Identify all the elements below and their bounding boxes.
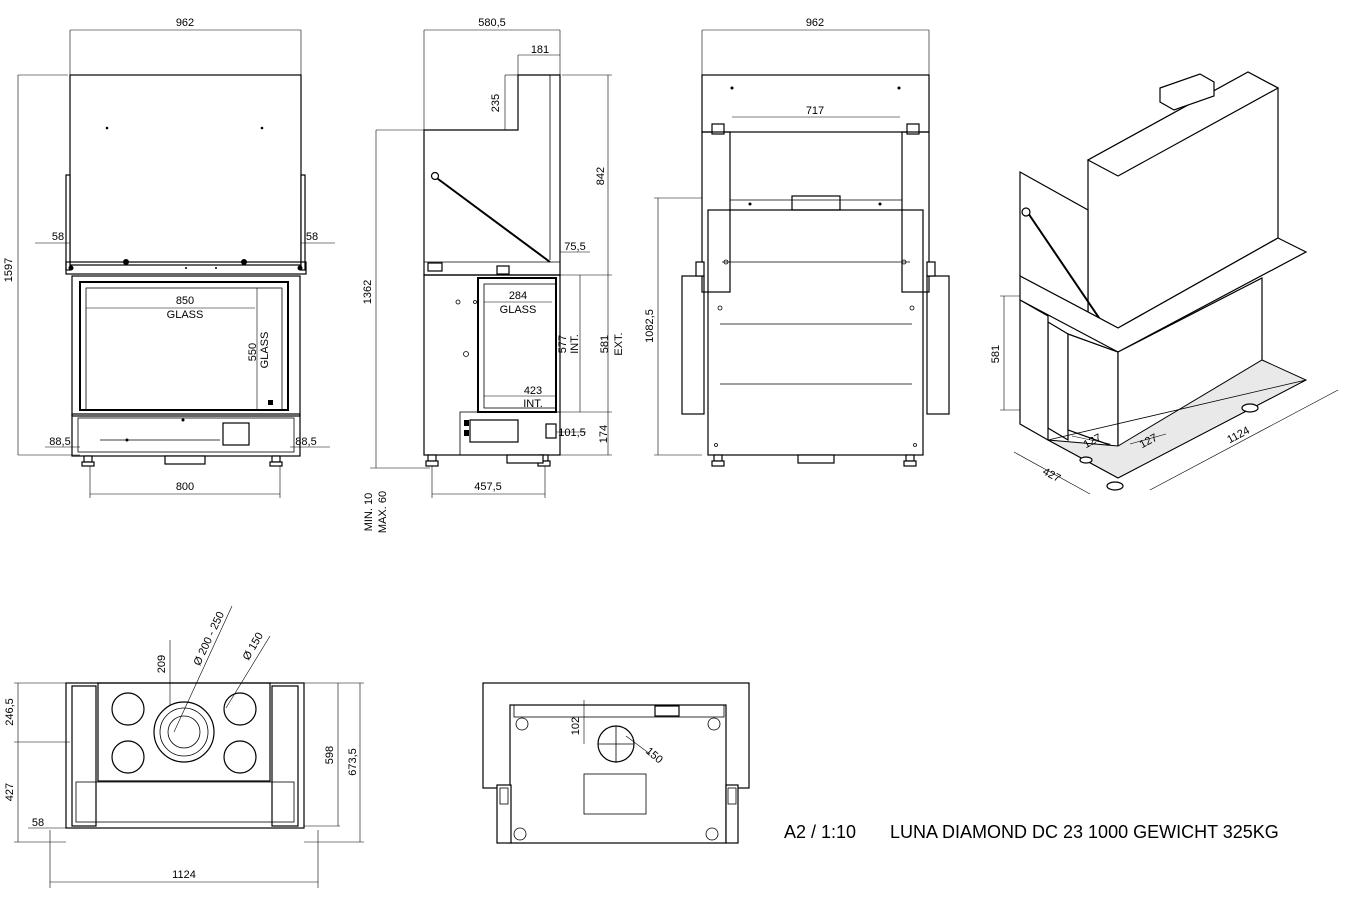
top-view: Ø 200 - 250 Ø 150 209 246,5 427 58 598 6… <box>4 605 364 888</box>
side-dim-top-width: 580,5 <box>478 17 506 29</box>
bottom-dim-offset: 102 <box>570 717 582 735</box>
side-dim-base-height: 174 <box>598 425 610 443</box>
front-dim-glass-width: 850 <box>176 295 194 307</box>
bottom-view: 102 150 <box>482 682 750 844</box>
scale-label: A2 / 1:10 <box>784 822 856 842</box>
front-dim-base-width: 800 <box>176 481 194 493</box>
side-dim-base-depth: 457,5 <box>474 481 502 493</box>
side-dim-flue-height: 235 <box>490 94 502 112</box>
iso-view: 581 427 1124 127 127 <box>990 71 1339 495</box>
top-dim-offset: 209 <box>156 655 168 673</box>
side-dim-lower-offset: 101,5 <box>558 427 586 439</box>
front-view: 962 1597 58 58 850 GLASS 550 <box>3 17 335 498</box>
top-dim-rear-depth: 246,5 <box>4 698 16 726</box>
side-dim-body-height: 1362 <box>362 280 374 304</box>
drawing-title: LUNA DIAMOND DC 23 1000 GEWICHT 325KG <box>890 822 1279 842</box>
side-dim-offset: 75,5 <box>564 241 585 253</box>
side-dim-feet-max: MAX. 60 <box>377 491 389 533</box>
top-dim-front-depth: 427 <box>4 783 16 801</box>
side-ext-label: EXT. <box>613 332 625 355</box>
side-dim-flue-width: 181 <box>531 44 549 56</box>
front-glass-label: GLASS <box>167 309 204 321</box>
side-dim-upper-height: 842 <box>595 167 607 185</box>
back-dim-top-width: 962 <box>806 17 824 29</box>
top-dim-flue-diam: Ø 150 <box>241 631 266 663</box>
front-dim-side-left: 58 <box>52 231 64 243</box>
side-int-label-2: INT. <box>523 398 543 410</box>
iso-dim-height: 581 <box>990 345 1002 363</box>
front-dim-foot-right: 88,5 <box>295 436 316 448</box>
side-view: 580,5 181 235 842 75,5 1362 <box>362 17 625 533</box>
front-glass-label-vertical: GLASS <box>259 332 271 369</box>
front-dim-glass-height: 550 <box>247 343 259 361</box>
front-dim-top-width: 962 <box>176 17 194 29</box>
top-dim-total-depth-1: 598 <box>324 746 336 764</box>
front-dim-height-total: 1597 <box>3 258 15 282</box>
top-dim-flue-diam-range: Ø 200 - 250 <box>192 610 227 668</box>
side-dim-int-depth: 423 <box>524 385 542 397</box>
back-dim-inner-width: 717 <box>806 105 824 117</box>
side-dim-feet-min: MIN. 10 <box>363 493 375 532</box>
side-int-label: INT. <box>569 334 581 354</box>
front-dim-side-right: 58 <box>306 231 318 243</box>
front-dim-foot-left: 88,5 <box>49 436 70 448</box>
top-dim-total-depth-2: 673,5 <box>347 748 359 776</box>
top-dim-side: 58 <box>32 817 44 829</box>
top-dim-total-width: 1124 <box>172 869 196 881</box>
side-dim-glass-width: 284 <box>509 290 527 302</box>
back-dim-height: 1082,5 <box>644 309 656 343</box>
back-view: 962 717 1082,5 <box>644 17 950 467</box>
side-dim-int-height: 577 <box>557 335 569 353</box>
side-dim-ext-height: 581 <box>599 335 611 353</box>
iso-dim-depth: 427 <box>1040 466 1062 485</box>
side-glass-label: GLASS <box>500 304 537 316</box>
